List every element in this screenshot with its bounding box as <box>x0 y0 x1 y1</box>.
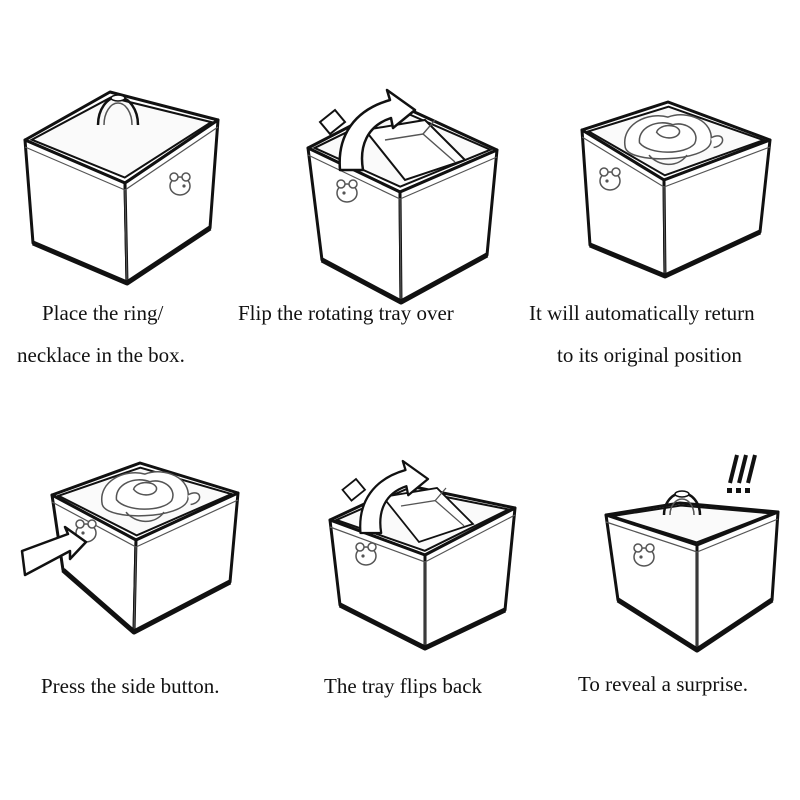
box-bottom-edge <box>589 229 762 279</box>
step-3-illustration <box>580 100 772 279</box>
tray-tab <box>341 477 367 502</box>
tray-tab <box>318 108 347 136</box>
step-3-caption-line-2: to its original position <box>557 343 742 367</box>
step-1-caption-line-1: Place the ring/ <box>42 301 164 325</box>
box-front-edge <box>133 546 137 633</box>
box-bottom-edge <box>61 568 232 635</box>
step-5-illustration <box>328 459 517 651</box>
step-2-caption: Flip the rotating tray over <box>238 301 454 325</box>
step-4-caption: Press the side button. <box>41 674 220 698</box>
flip-arrow-icon <box>318 88 467 182</box>
box-front-edge <box>399 198 402 303</box>
step-5-caption: The tray flips back <box>324 674 483 698</box>
step-3-caption-line-1: It will automatically return <box>529 301 755 325</box>
rose-petal <box>648 154 688 166</box>
press-arrow-icon <box>20 525 88 577</box>
box-bottom-edge <box>616 597 774 653</box>
tilted-tray <box>381 487 475 544</box>
frog-button-icon <box>169 172 191 196</box>
step-1-illustration <box>23 90 220 286</box>
curved-arrow <box>338 88 417 172</box>
box-bottom-edge <box>32 225 212 286</box>
frog-button-icon <box>336 179 358 203</box>
box-front-edge <box>663 186 666 277</box>
rose-petal <box>655 124 681 139</box>
rose-petal <box>132 481 158 496</box>
rose-petal <box>710 135 724 149</box>
rose-petal <box>125 511 165 523</box>
exclamation-icon <box>727 454 757 493</box>
rose-icon <box>101 470 201 523</box>
frog-button-icon <box>599 167 621 191</box>
box-bottom-edge <box>338 602 507 651</box>
step-6-illustration <box>604 454 780 653</box>
frog-button-icon <box>75 519 97 543</box>
frog-button-icon <box>633 543 655 567</box>
frog-button-icon <box>355 542 377 566</box>
ring-icon <box>96 94 140 126</box>
box-front-edge <box>124 189 128 284</box>
rose-icon <box>624 113 724 166</box>
step-2-illustration <box>306 88 499 305</box>
step-4-illustration <box>20 461 240 635</box>
step-1-caption-line-2: necklace in the box. <box>17 343 185 367</box>
rose-petal <box>187 492 201 506</box>
step-6-caption: To reveal a surprise. <box>578 672 748 696</box>
box-opening <box>29 96 214 179</box>
flip-arrow-icon <box>341 459 475 544</box>
ring-icon <box>662 490 702 516</box>
curved-arrow <box>359 459 430 535</box>
tilted-tray <box>363 118 467 182</box>
box-bottom-edge <box>320 252 489 305</box>
